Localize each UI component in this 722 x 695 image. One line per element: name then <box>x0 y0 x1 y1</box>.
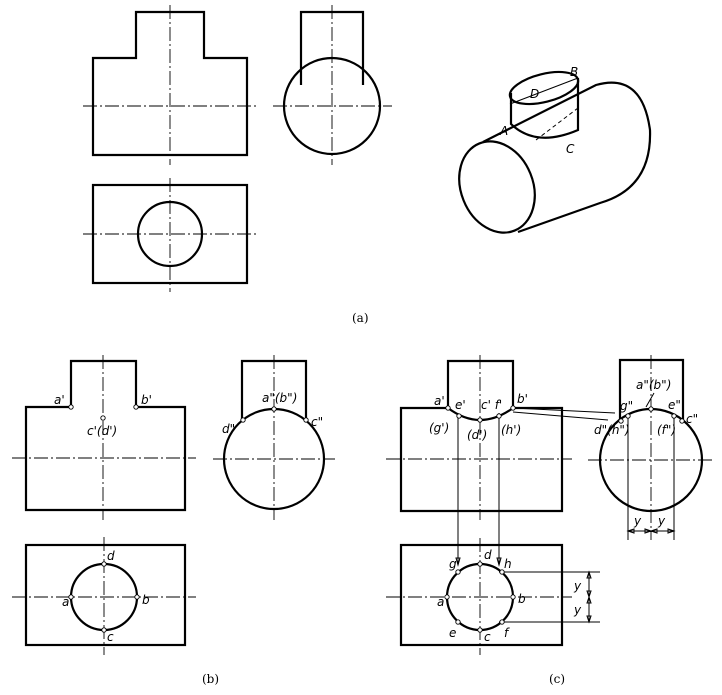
iso-label-D: D <box>530 87 539 101</box>
c-label-e: e <box>449 626 456 640</box>
c-label-e1: e' <box>455 398 466 412</box>
b-label-c1d1: c'(d') <box>87 424 117 438</box>
b-label-a: a <box>62 595 69 609</box>
panel-c-front-view: a' e' c' f' b' (g') (d') (h') <box>386 355 616 565</box>
iso-label-B: B <box>570 65 578 79</box>
c-label-c2: c" <box>686 412 698 426</box>
c-label-a1: a' <box>434 394 445 408</box>
c-label-g: g <box>449 557 457 571</box>
c-label-g1: (g') <box>429 421 449 435</box>
panel-a-side-view <box>273 5 392 165</box>
b-label-d: d <box>107 549 115 563</box>
c-label-g2: g" <box>620 399 633 413</box>
panel-c-top-view: a b d c g h e f y y <box>386 538 600 655</box>
c-label-a: a <box>437 595 444 609</box>
c-label-h1: (h') <box>501 423 521 437</box>
c-label-d1: (d') <box>467 428 487 442</box>
panel-a-top-view <box>83 178 257 292</box>
b-label-b1: b' <box>141 393 152 407</box>
c-label-y-top-upper: y <box>573 579 582 593</box>
iso-label-C: C <box>566 142 575 156</box>
c-label-d: d <box>484 548 492 562</box>
b-label-c: c <box>107 630 114 644</box>
c-label-b1: b' <box>517 392 528 406</box>
c-label-e2: e" <box>668 398 681 412</box>
panel-c: a' e' c' f' b' (g') (d') (h') a"(b") g" <box>386 355 712 686</box>
caption-b: (b) <box>202 672 219 686</box>
b-label-a1: a' <box>54 393 65 407</box>
c-label-y-top-lower: y <box>573 603 582 617</box>
c-label-y-side-left: y <box>633 514 642 528</box>
panel-b-front-view: a' b' c'(d') <box>12 355 196 520</box>
c-label-y-side-right: y <box>657 514 666 528</box>
c-label-a2b2: a"(b") <box>636 378 671 392</box>
c-label-d2h2: d"(h") <box>594 423 630 437</box>
caption-a: (a) <box>352 311 369 325</box>
panel-a-isometric-view: B D A C <box>458 65 652 234</box>
panel-b: a' b' c'(d') a"(b") d" c" a <box>12 355 335 686</box>
c-label-c: c <box>484 630 491 644</box>
caption-c: (c) <box>549 672 565 686</box>
iso-label-A: A <box>499 124 508 138</box>
panel-a: B D A C (a) <box>83 5 652 325</box>
c-label-f2: (f") <box>657 423 676 437</box>
c-label-h: h <box>504 557 512 571</box>
b-label-b: b <box>142 593 150 607</box>
b-label-d2: d" <box>222 422 235 436</box>
panel-a-front-view <box>83 5 257 165</box>
c-label-c1f1: c' f' <box>481 398 502 412</box>
c-label-b: b <box>518 592 526 606</box>
c-label-f: f <box>504 626 510 640</box>
b-label-a2b2: a"(b") <box>262 391 297 405</box>
b-label-c2: c" <box>311 415 323 429</box>
panel-b-side-view: a"(b") d" c" <box>213 355 335 520</box>
panel-b-top-view: a b d c <box>12 537 196 655</box>
panel-c-side-view: a"(b") g" e" c" d"(h") (f") y y <box>588 355 712 540</box>
